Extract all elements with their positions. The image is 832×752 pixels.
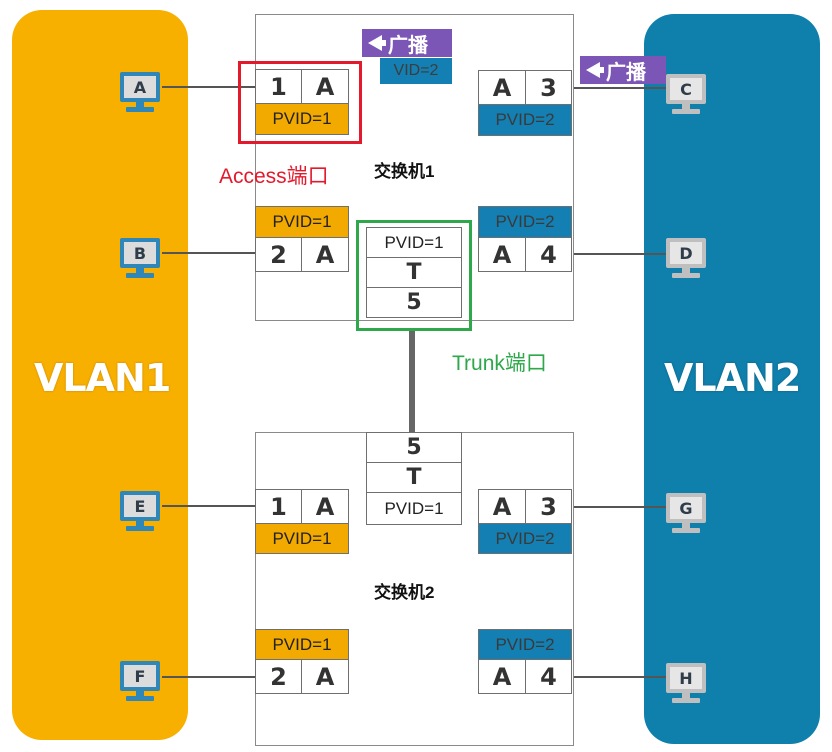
host-h-label: H <box>679 668 693 688</box>
sw2-port3-pvid: PVID=2 <box>478 523 572 554</box>
sw1-port1-mode: A <box>301 69 349 104</box>
computer-icon: G <box>666 493 706 523</box>
sw1-broadcast-tag: 广播 <box>362 29 452 57</box>
sw1-vid-tag: VID=2 <box>380 58 452 84</box>
sw2-port5-mode: T <box>366 462 462 493</box>
computer-icon: D <box>666 238 706 268</box>
sw2-port5-number: 5 <box>366 432 462 463</box>
pc-stand <box>682 104 690 109</box>
host-c-broadcast-tag: 广播 <box>580 56 666 84</box>
sw2-port5-pvid: PVID=1 <box>366 492 462 525</box>
pc-base <box>126 526 154 531</box>
link-d-port4 <box>572 253 668 255</box>
sw1-port2-pvid: PVID=1 <box>255 206 349 238</box>
sw2-port4-mode: A <box>478 659 526 694</box>
trunk-port-note: Trunk端口 <box>452 352 547 375</box>
arrow-left-icon <box>586 62 600 78</box>
sw1-port2-mode: A <box>301 237 349 272</box>
pc-base <box>672 698 700 703</box>
link-c-port3 <box>572 87 668 89</box>
host-a: A <box>120 72 160 114</box>
arrow-shaft <box>598 67 604 73</box>
host-a-label: A <box>133 77 147 97</box>
pc-base <box>672 528 700 533</box>
arrow-left-icon <box>368 35 382 51</box>
host-d: D <box>666 238 706 280</box>
link-h-port4 <box>572 676 668 678</box>
sw2-port1-mode: A <box>301 489 349 524</box>
sw1-port5-number: 5 <box>366 287 462 318</box>
pc-base <box>672 109 700 114</box>
pc-stand <box>136 268 144 273</box>
pc-base <box>126 696 154 701</box>
pc-stand <box>682 268 690 273</box>
pc-stand <box>136 691 144 696</box>
pc-base <box>126 273 154 278</box>
host-b: B <box>120 238 160 280</box>
host-d-label: D <box>679 243 693 263</box>
host-f: F <box>120 661 160 703</box>
host-g-label: G <box>679 498 693 518</box>
computer-icon: E <box>120 491 160 521</box>
vlan1-area <box>12 10 188 740</box>
host-c-broadcast-label: 广播 <box>606 61 646 84</box>
sw1-port3-mode: A <box>478 70 526 105</box>
sw2-port1-pvid: PVID=1 <box>255 523 349 554</box>
trunk-port-highlight <box>356 220 472 331</box>
computer-icon: H <box>666 663 706 693</box>
access-port-note: Access端口 <box>219 165 329 188</box>
pc-stand <box>136 102 144 107</box>
sw1-port4-number: 4 <box>525 237 572 272</box>
sw1-port2-number: 2 <box>255 237 302 272</box>
sw2-port4-number: 4 <box>525 659 572 694</box>
sw1-port4-mode: A <box>478 237 526 272</box>
arrow-shaft <box>380 40 386 46</box>
sw2-port1-number: 1 <box>255 489 302 524</box>
link-b-port2 <box>162 252 256 254</box>
sw1-port3-number: 3 <box>525 70 572 105</box>
pc-base <box>126 107 154 112</box>
host-c: C <box>666 74 706 116</box>
access-port-highlight <box>238 61 362 144</box>
host-f-label: F <box>134 666 146 686</box>
sw1-broadcast-label: 广播 <box>388 34 428 57</box>
link-e-port1 <box>162 505 256 507</box>
trunk-link <box>409 330 415 432</box>
pc-stand <box>136 521 144 526</box>
sw2-port3-number: 3 <box>525 489 572 524</box>
host-h: H <box>666 663 706 705</box>
computer-icon: F <box>120 661 160 691</box>
switch-1-name: 交换机1 <box>374 162 435 181</box>
host-g: G <box>666 493 706 535</box>
computer-icon: C <box>666 74 706 104</box>
host-e-label: E <box>134 496 146 516</box>
vlan2-area <box>644 14 820 744</box>
switch-2-name: 交换机2 <box>374 583 435 602</box>
host-c-label: C <box>680 79 692 99</box>
pc-base <box>672 273 700 278</box>
vlan1-label: VLAN1 <box>34 356 171 400</box>
computer-icon: A <box>120 72 160 102</box>
sw2-port2-number: 2 <box>255 659 302 694</box>
link-f-port2 <box>162 676 256 678</box>
sw1-port4-pvid: PVID=2 <box>478 206 572 238</box>
pc-stand <box>682 523 690 528</box>
computer-icon: B <box>120 238 160 268</box>
sw1-port3-pvid: PVID=2 <box>478 104 572 136</box>
sw1-port1-number: 1 <box>255 69 302 104</box>
sw2-port2-mode: A <box>301 659 349 694</box>
vlan2-label: VLAN2 <box>664 356 801 400</box>
sw1-port1-pvid: PVID=1 <box>255 103 349 135</box>
host-b-label: B <box>133 243 147 263</box>
sw1-port5-mode: T <box>366 257 462 288</box>
link-a-port1 <box>162 86 256 88</box>
sw2-port2-pvid: PVID=1 <box>255 629 349 660</box>
host-e: E <box>120 491 160 533</box>
pc-stand <box>682 693 690 698</box>
link-g-port3 <box>572 506 668 508</box>
sw2-port3-mode: A <box>478 489 526 524</box>
sw2-port4-pvid: PVID=2 <box>478 629 572 660</box>
